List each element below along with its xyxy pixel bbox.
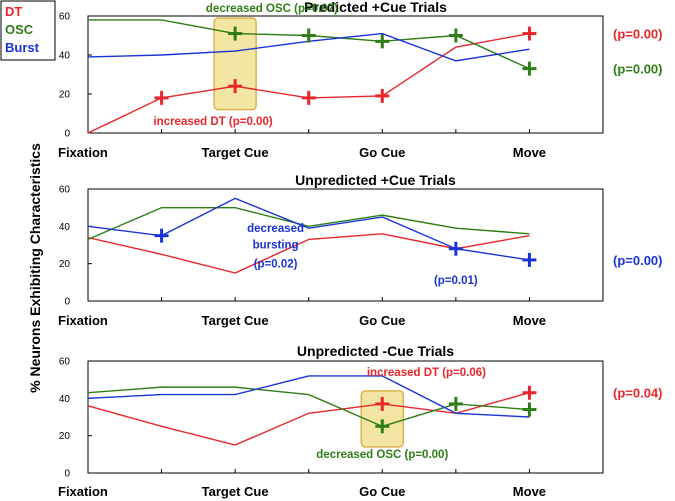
- legend-item-dt: DT: [5, 4, 22, 19]
- y-tick-label: 0: [64, 129, 70, 140]
- y-tick-label: 20: [59, 90, 71, 101]
- p-value-label: (p=0.00): [613, 253, 663, 268]
- marker-osc: [522, 61, 537, 76]
- x-tick-label: Move: [513, 145, 546, 160]
- series-line-dt: [87, 392, 530, 446]
- marker-osc: [448, 28, 463, 43]
- x-tick-label: Fixation: [58, 145, 108, 160]
- marker-dt: [375, 88, 390, 103]
- y-axis-label: % Neurons Exhibiting Characteristics: [27, 143, 43, 393]
- y-tick-label: 60: [59, 357, 71, 368]
- y-tick-label: 60: [59, 185, 71, 196]
- panel-title: Unpredicted -Cue Trials: [297, 343, 454, 359]
- annotation: (p=0.02): [254, 258, 298, 270]
- annotation: decreased OSC (p=0.07): [206, 3, 338, 15]
- series-line-osc: [87, 206, 530, 241]
- marker-osc: [375, 419, 390, 434]
- legend: DT OSC Burst: [0, 0, 56, 61]
- y-tick-label: 60: [59, 12, 71, 23]
- p-value-label: (p=0.04): [613, 386, 663, 401]
- marker-burst: [448, 241, 463, 256]
- marker-dt: [301, 90, 316, 105]
- x-tick-label: Move: [513, 313, 546, 328]
- marker-burst: [522, 252, 537, 267]
- y-tick-label: 40: [59, 222, 71, 233]
- p-value-label: (p=0.00): [613, 27, 663, 42]
- legend-item-osc: OSC: [5, 22, 34, 37]
- plot-frame: [87, 360, 604, 474]
- plot-frame: [87, 188, 604, 302]
- x-tick-label: Target Cue: [202, 313, 269, 328]
- annotation: (p=0.01): [434, 275, 478, 287]
- marker-burst: [154, 228, 169, 243]
- marker-dt: [522, 385, 537, 400]
- marker-osc: [522, 402, 537, 417]
- legend-box: [0, 0, 56, 61]
- plot-frame: [87, 15, 604, 134]
- p-value-label: (p=0.00): [613, 62, 663, 77]
- annotation: decreased: [247, 223, 304, 235]
- panel-title: Unpredicted +Cue Trials: [295, 172, 456, 188]
- x-tick-label: Target Cue: [202, 484, 269, 499]
- annotation: increased DT (p=0.00): [153, 116, 272, 128]
- x-tick-label: Go Cue: [359, 313, 405, 328]
- marker-dt: [154, 90, 169, 105]
- y-tick-label: 20: [59, 431, 71, 442]
- series-line-dt: [87, 233, 530, 274]
- y-tick-label: 40: [59, 51, 71, 62]
- x-tick-label: Fixation: [58, 484, 108, 499]
- x-tick-label: Target Cue: [202, 145, 269, 160]
- panel-title: Predicted +Cue Trials: [304, 0, 447, 15]
- series-line-osc: [88, 19, 530, 70]
- y-tick-label: 40: [59, 394, 71, 405]
- marker-dt: [522, 26, 537, 41]
- highlight-box: [213, 17, 257, 111]
- x-tick-label: Move: [513, 484, 546, 499]
- y-tick-label: 0: [64, 297, 70, 308]
- legend-item-burst: Burst: [5, 40, 40, 55]
- annotation: bursting: [253, 240, 299, 252]
- annotation: increased DT (p=0.06): [367, 367, 486, 379]
- y-tick-label: 20: [59, 259, 71, 270]
- marker-osc: [448, 396, 463, 411]
- x-tick-label: Fixation: [58, 313, 108, 328]
- marker-osc: [301, 28, 316, 43]
- x-tick-label: Go Cue: [359, 145, 405, 160]
- annotation: decreased OSC (p=0.00): [316, 449, 448, 461]
- marker-dt: [375, 396, 390, 411]
- series-line-osc: [87, 386, 530, 428]
- y-tick-label: 0: [64, 469, 70, 480]
- marker-dt: [228, 79, 243, 94]
- marker-osc: [375, 34, 390, 49]
- marker-osc: [228, 26, 243, 41]
- series-line-burst: [87, 375, 530, 418]
- x-tick-label: Go Cue: [359, 484, 405, 499]
